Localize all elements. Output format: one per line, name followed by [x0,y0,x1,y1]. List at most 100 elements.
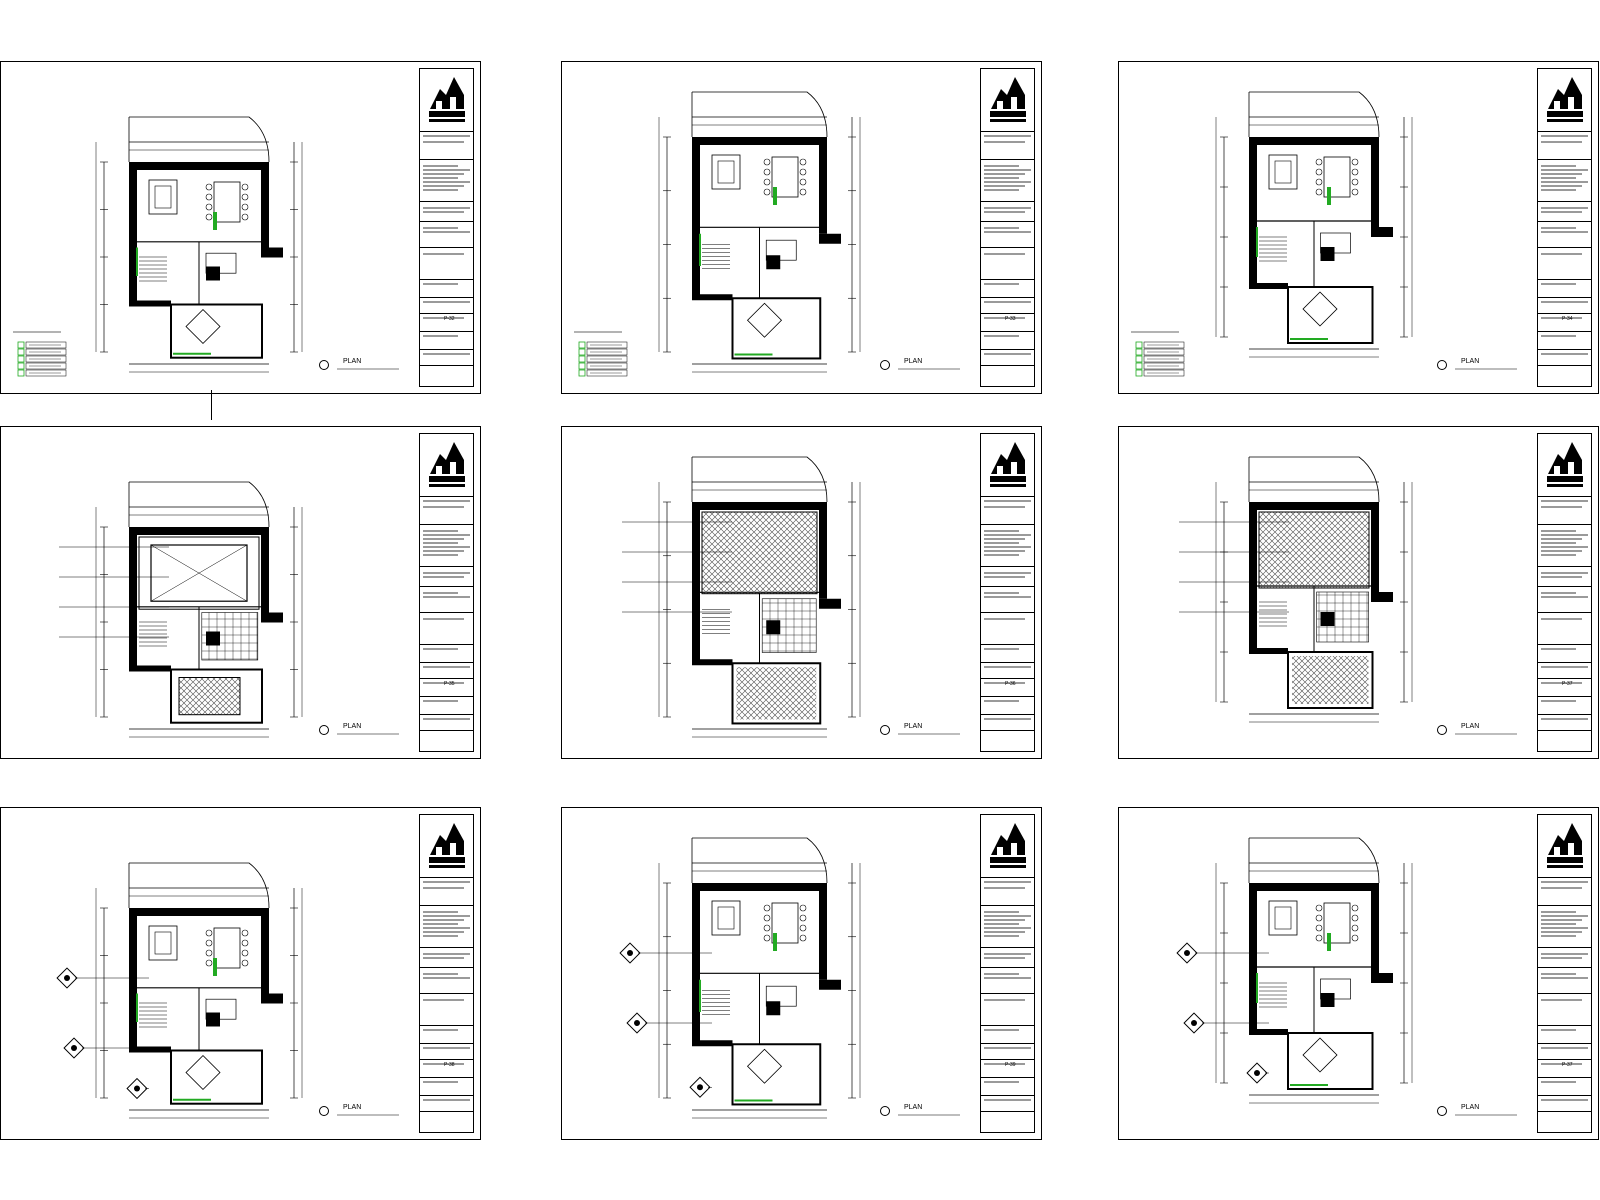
furniture [1256,154,1359,340]
title-block-text-line [1541,1047,1588,1049]
title-block-text-line [1541,927,1588,929]
title-block-divider [1538,221,1591,222]
plan-reference-circle-icon [1437,360,1447,370]
title-block-divider [420,297,473,298]
plan-reference-circle-icon [880,360,890,370]
title-block-divider [1538,365,1591,366]
title-block-text-line [984,935,1019,937]
plan-title: PLAN [904,723,923,730]
title-block-text-line [984,999,1025,1001]
title-block-divider [420,1059,473,1060]
title-block-divider [1538,1111,1591,1112]
title-block-divider [420,1043,473,1044]
title-block-divider [981,1095,1034,1096]
title-block-text-line [984,211,1025,213]
legend-table [574,331,628,377]
title-block-text-line [984,141,1025,143]
title-block-text-line [984,165,1019,167]
title-block-text-line [984,335,1019,337]
plan-reference-circle-icon [1437,1106,1447,1116]
staircase [702,609,730,634]
title-block-text-line [423,185,464,187]
title-block-text-line [1541,576,1582,578]
title-block-divider [420,221,473,222]
title-block-text-line [984,718,1031,720]
title-block-divider [1538,496,1591,497]
title-block-text-line [423,648,458,650]
title-block-text-line [984,977,1031,979]
floor-plan-drawing [619,837,841,1106]
plan-scale-note [1455,733,1517,735]
title-block-divider [1538,1059,1591,1060]
title-block-text-line [423,911,458,913]
company-logo-icon [1547,77,1583,122]
title-block-divider [981,586,1034,587]
title-block-text-line [1541,542,1576,544]
title-block-text-line [1541,554,1576,556]
title-block-text-line [423,881,470,883]
title-block-divider [981,201,1034,202]
title-block-text-line [1541,919,1582,921]
company-logo-icon [990,77,1026,122]
title-block-text-line [1541,185,1582,187]
title-block-text-line [984,700,1019,702]
title-block-text-line [423,165,458,167]
title-block-divider [981,1025,1034,1026]
title-block-text-line [984,500,1031,502]
title-block-divider [420,201,473,202]
title-block-divider [420,247,473,248]
title-block-text-line [423,335,458,337]
plan-scale-note [1455,1114,1517,1116]
title-block-text-line [423,253,464,255]
title-block-text-line [1541,923,1576,925]
title-block-text-line [423,596,470,598]
title-block-divider [420,1025,473,1026]
title-block-text-line [1541,648,1576,650]
plan-scale-note [337,368,399,370]
floor-plan-drawing [128,116,283,359]
title-block-divider [981,1059,1034,1060]
title-block-text-line [1541,973,1576,975]
title-block-divider [981,247,1034,248]
title-block-text-line [423,618,464,620]
title-block-text-line [1541,207,1588,209]
title-block-text-line [423,207,470,209]
dimension-lines [95,506,303,738]
elevation-marker-icon [619,942,712,964]
title-block-text-line [984,1063,1025,1065]
title-block-divider [1538,730,1591,731]
staircase [139,1002,167,1028]
title-block-text-line [1541,165,1576,167]
title-block-text-line [1541,538,1582,540]
sheet-connector-line [211,390,212,420]
title-block-text-line [423,923,458,925]
title-block-text-line [984,135,1031,137]
staircase [139,621,167,647]
title-block-text-line [1541,335,1576,337]
floor-plan-drawing [1248,91,1393,344]
title-block-text-line [984,538,1025,540]
title-block-text-line [1541,173,1582,175]
title-block-divider [1538,131,1591,132]
title-block-divider [420,1077,473,1078]
title-block-text-line [984,592,1019,594]
title-block-divider [981,947,1034,948]
title-block-divider [1538,313,1591,314]
plan-canvas [13,116,303,377]
title-block-divider [420,1095,473,1096]
title-block-text-line [984,173,1025,175]
title-block-text-line [423,953,470,955]
plan-scale-note [1455,368,1517,370]
title-block-text-line [1541,718,1588,720]
title-block: P-39 [980,814,1035,1133]
title-block-divider [1538,247,1591,248]
elevation-marker-icon [126,1077,149,1100]
plan-title: PLAN [343,723,362,730]
title-block-divider [1538,586,1591,587]
title-block-text-line [1541,1063,1582,1065]
title-block-text-line [423,700,458,702]
plan-title: PLAN [1461,1104,1480,1111]
